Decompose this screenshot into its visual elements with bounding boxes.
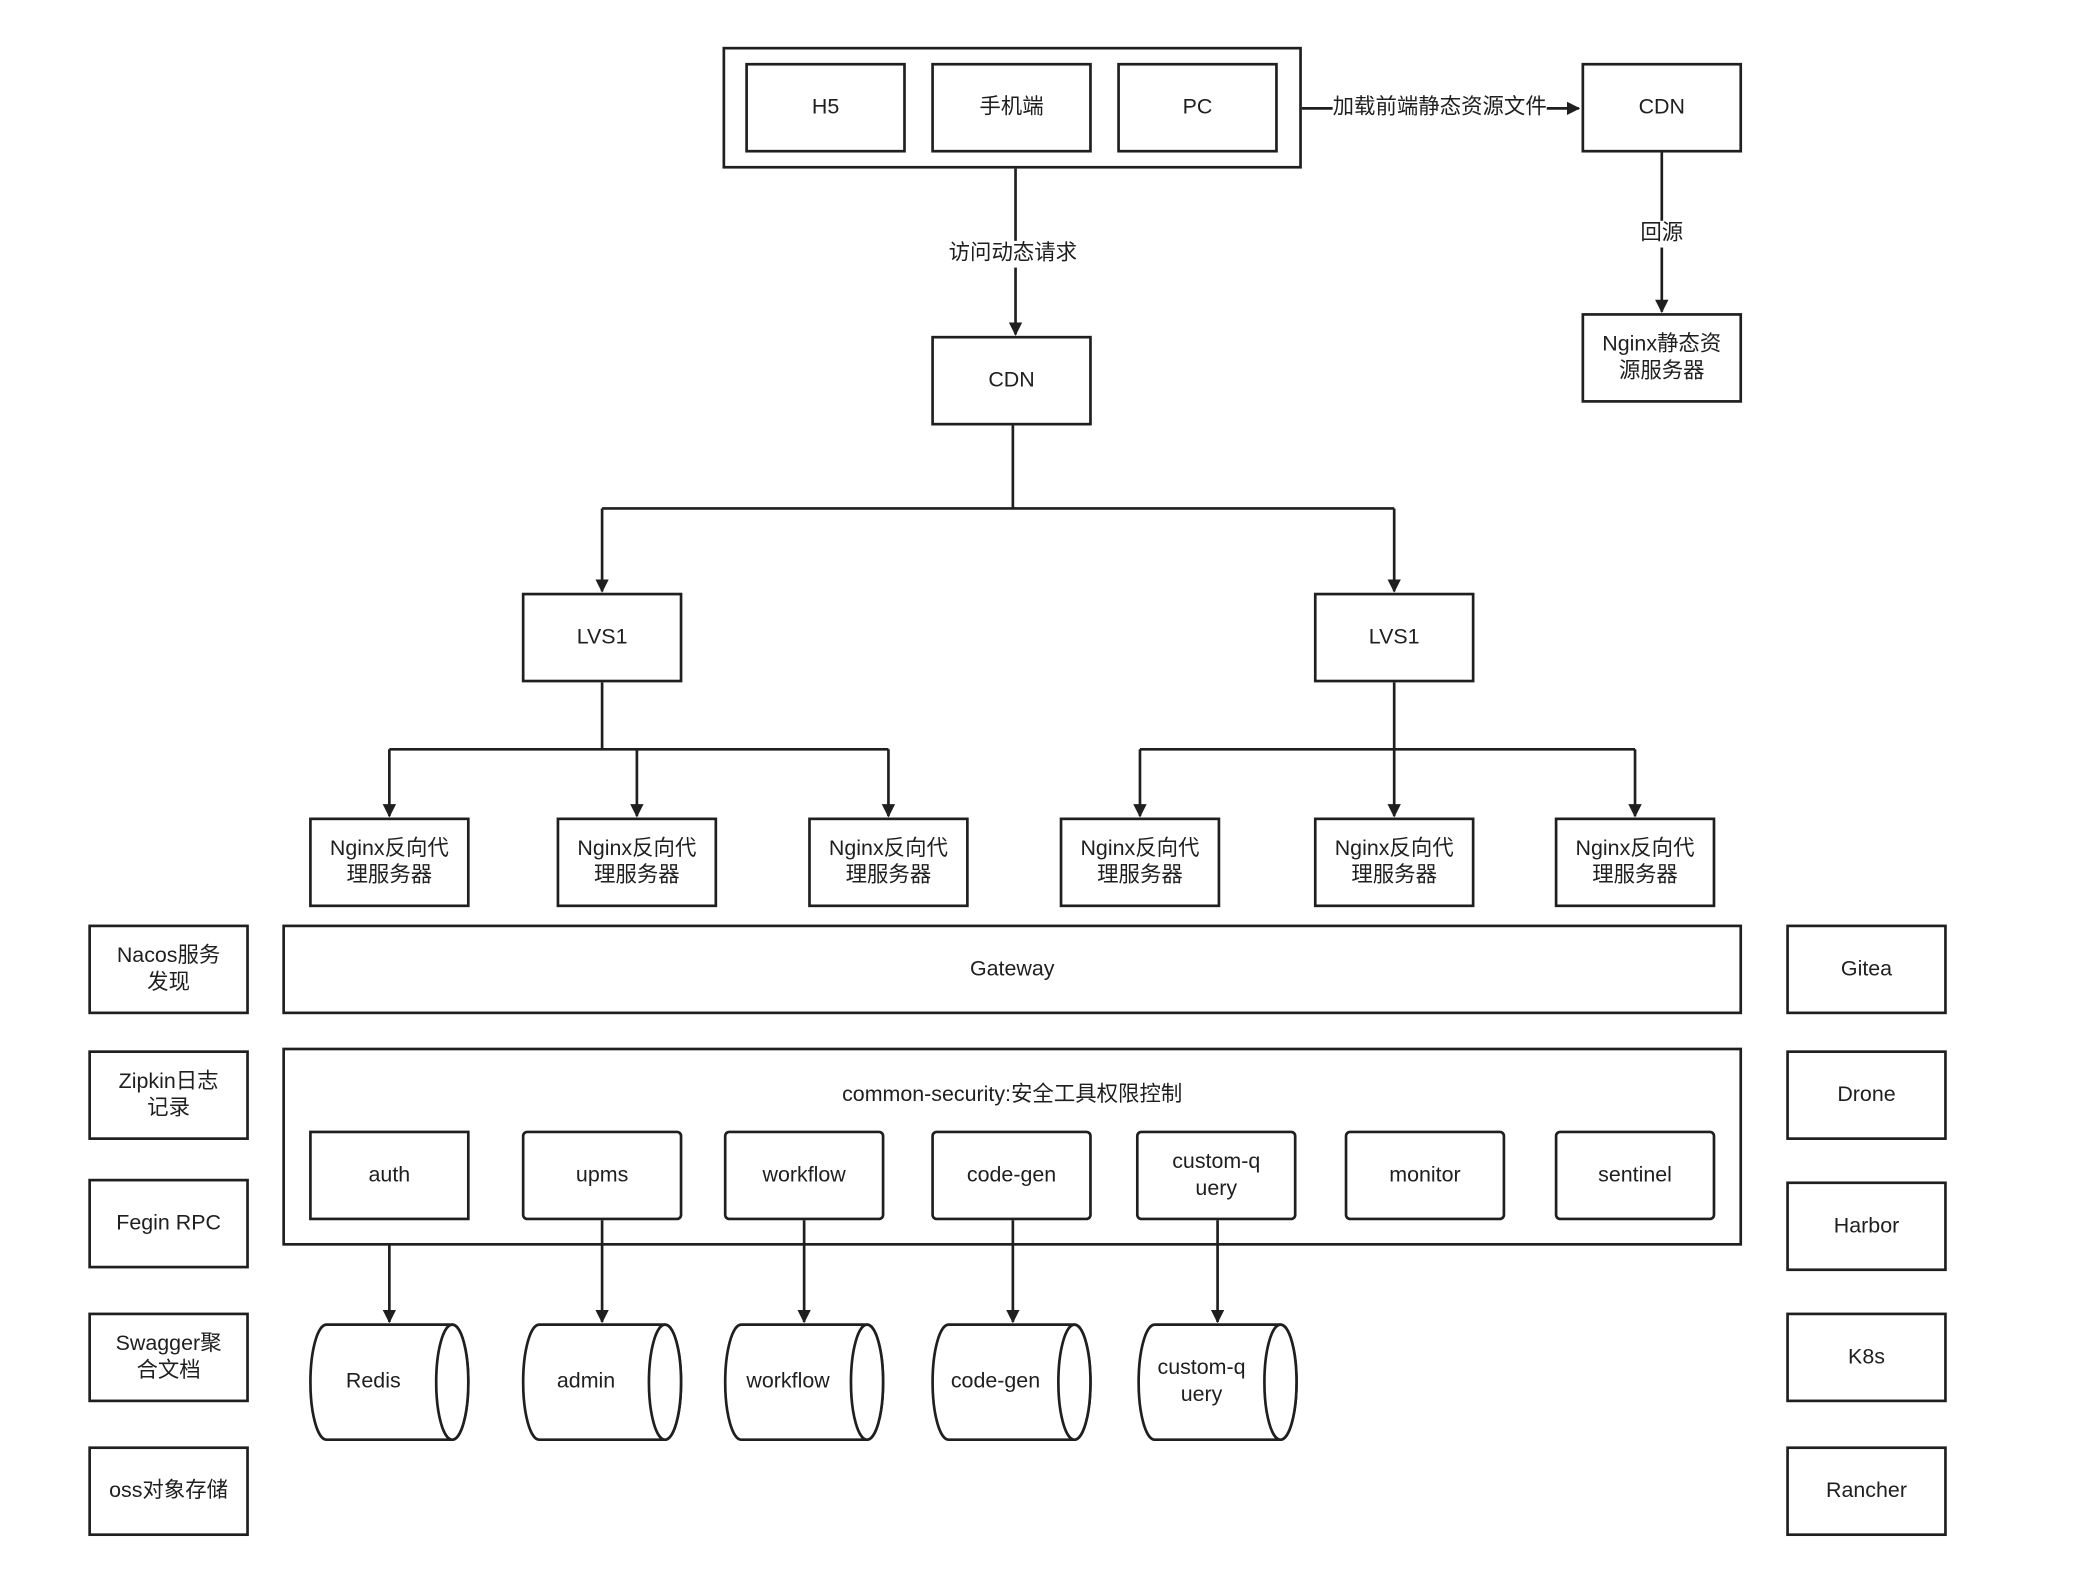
devops-gitea: Gitea <box>1786 924 1947 1015</box>
database-label-custom-query: custom-query <box>1157 1356 1246 1407</box>
nginx-proxy-5: Nginx反向代理服务器 <box>1313 817 1475 908</box>
edge-label-dynamic: 访问动态请求 <box>948 240 1078 268</box>
edge-label-static-load: 加载前端静态资源文件 <box>1332 94 1547 122</box>
nginx-proxy-6: Nginx反向代理服务器 <box>1554 817 1716 908</box>
module-auth: auth <box>309 1130 470 1221</box>
gateway: Gateway <box>282 924 1743 1015</box>
database-label-code-gen: code-gen <box>950 1370 1041 1393</box>
module-monitor: monitor <box>1344 1130 1506 1221</box>
infra-zipkin: Zipkin日志记录 <box>88 1050 249 1140</box>
database-label-workflow: workflow <box>746 1370 830 1393</box>
nginx-proxy-4: Nginx反向代理服务器 <box>1059 817 1221 908</box>
client-pc: PC <box>1117 62 1278 153</box>
edge-label-origin: 回源 <box>1640 220 1684 248</box>
devops-k8s: K8s <box>1786 1312 1947 1403</box>
common-security-title: common-security:安全工具权限控制 <box>842 1083 1183 1107</box>
nginx-proxy-2: Nginx反向代理服务器 <box>556 817 718 908</box>
infra-swagger: Swagger聚合文档 <box>88 1312 249 1403</box>
infra-oss: oss对象存储 <box>88 1446 249 1537</box>
lvs-left: LVS1 <box>521 592 683 683</box>
client-mobile: 手机端 <box>931 62 1092 153</box>
database-label-redis: Redis <box>345 1370 401 1393</box>
cdn-static: CDN <box>1581 62 1743 153</box>
nginx-proxy-1: Nginx反向代理服务器 <box>309 817 470 908</box>
nginx-static-server: Nginx静态资源服务器 <box>1581 313 1743 403</box>
module-code-gen: code-gen <box>931 1130 1092 1221</box>
database-label-admin: admin <box>556 1370 616 1393</box>
devops-drone: Drone <box>1786 1050 1947 1140</box>
devops-rancher: Rancher <box>1786 1446 1947 1537</box>
cdn-dynamic: CDN <box>931 335 1092 426</box>
module-sentinel: sentinel <box>1554 1130 1716 1221</box>
infra-nacos: Nacos服务发现 <box>88 924 249 1015</box>
client-h5: H5 <box>745 62 906 153</box>
module-custom-query: custom-query <box>1135 1130 1297 1221</box>
module-workflow: workflow <box>723 1130 885 1221</box>
nginx-proxy-3: Nginx反向代理服务器 <box>808 817 969 908</box>
clients-group <box>722 46 1302 169</box>
common-security-frame: common-security:安全工具权限控制 <box>282 1047 1743 1246</box>
lvs-right: LVS1 <box>1313 592 1475 683</box>
infra-fegin-rpc: Fegin RPC <box>88 1178 249 1269</box>
module-upms: upms <box>521 1130 683 1221</box>
devops-harbor: Harbor <box>1786 1181 1947 1272</box>
